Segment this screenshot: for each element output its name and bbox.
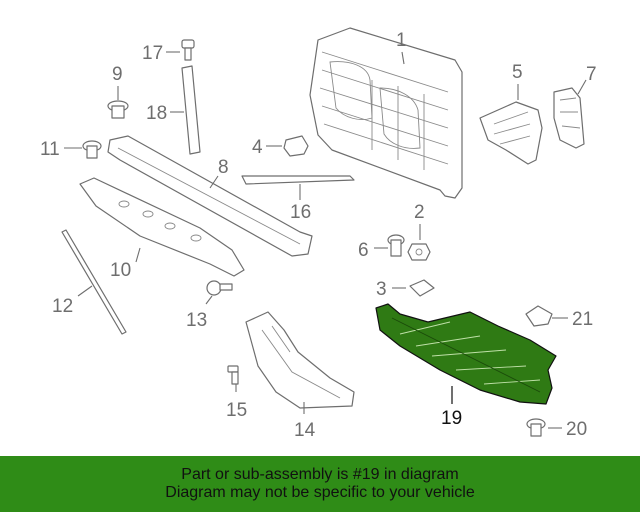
callout-3: 3: [376, 279, 387, 300]
banner-line-1: Part or sub-assembly is #19 in diagram: [181, 466, 459, 483]
part-16-trim-strip: [241, 175, 355, 185]
callout-5: 5: [512, 62, 523, 83]
callout-15: 15: [226, 400, 247, 421]
callout-8: 8: [218, 157, 229, 178]
part-20-push-clip: [526, 418, 546, 437]
callout-17: 17: [142, 43, 163, 64]
part-19-engine-undertray: [375, 303, 557, 405]
callout-20: 20: [566, 419, 587, 440]
callout-11: 11: [40, 139, 60, 160]
part-2-nut: [407, 243, 431, 261]
callout-16: 16: [290, 202, 311, 223]
callout-2: 2: [414, 202, 425, 223]
part-9-clip: [107, 100, 129, 119]
parts-diagram: 1 5 7 17 18 9 11 4: [40, 27, 597, 441]
part-7-air-guide: [553, 87, 585, 149]
part-18-seal-strip: [181, 65, 201, 155]
part-21-clip: [525, 305, 553, 327]
part-15-bolt: [227, 365, 239, 385]
part-11-push-clip: [82, 140, 102, 159]
part-6-screw: [387, 234, 405, 257]
info-banner: Part or sub-assembly is #19 in diagram D…: [0, 456, 640, 512]
callout-1: 1: [396, 30, 407, 51]
part-17-bolt: [181, 39, 195, 61]
part-3-clip-nut: [409, 279, 435, 297]
banner-line-2: Diagram may not be specific to your vehi…: [165, 484, 475, 501]
part-8-upper-crossmember: [107, 135, 313, 257]
callout-13: 13: [186, 310, 207, 331]
callout-10: 10: [110, 260, 131, 281]
callout-21: 21: [572, 309, 593, 330]
part-5-air-duct: [479, 101, 543, 165]
callout-18: 18: [146, 103, 167, 124]
callout-4: 4: [252, 137, 263, 158]
part-4-clip: [283, 135, 309, 157]
callout-19: 19: [441, 408, 462, 429]
part-1-grille-frame: [309, 27, 463, 199]
part-12-support-rod: [61, 229, 127, 335]
callout-6: 6: [358, 240, 369, 261]
callout-7: 7: [586, 64, 597, 85]
part-14-side-shield: [245, 311, 355, 409]
part-10-splash-shield: [79, 177, 245, 277]
callout-12: 12: [52, 296, 73, 317]
callout-9: 9: [112, 64, 123, 85]
callout-14: 14: [294, 420, 316, 441]
part-13-screw: [206, 280, 233, 296]
